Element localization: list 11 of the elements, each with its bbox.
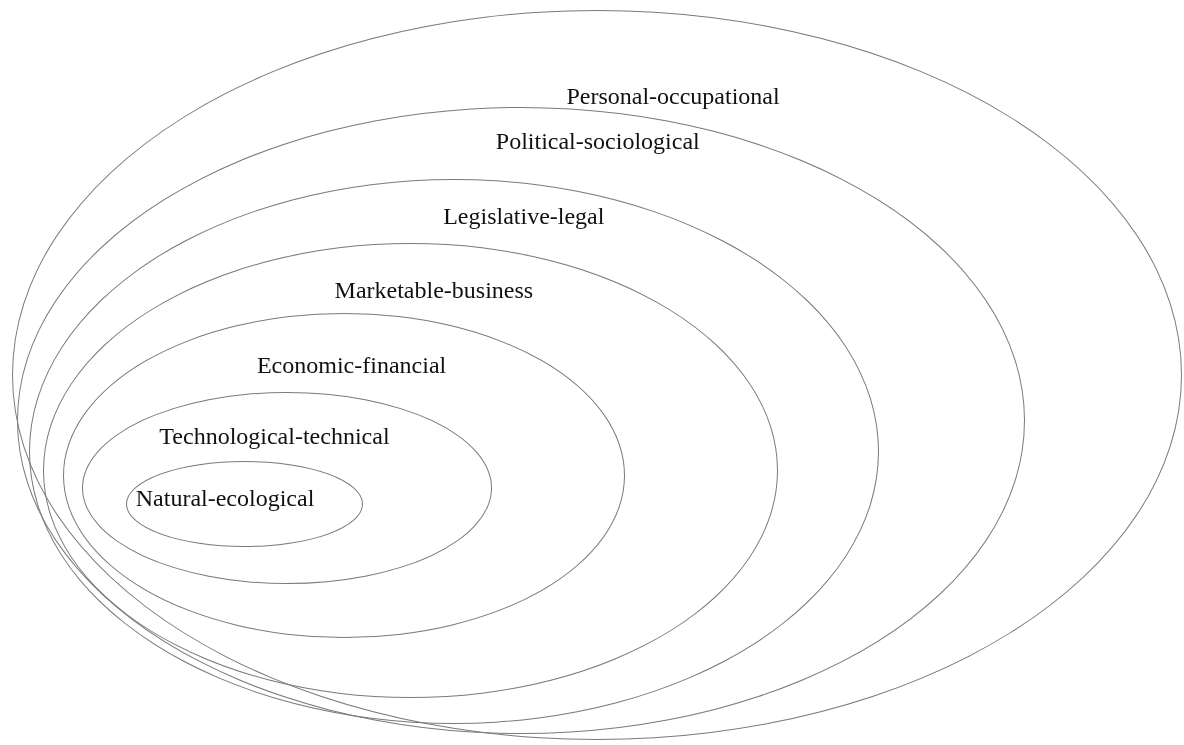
ellipse xyxy=(62,312,625,638)
ellipse xyxy=(43,243,779,699)
set-label: Natural-ecological xyxy=(135,483,315,512)
ellipse xyxy=(17,107,1026,735)
set-label: Personal-occupational xyxy=(566,82,780,111)
set-label: Technological-technical xyxy=(159,422,390,451)
set-label: Economic-financial xyxy=(256,350,447,379)
set-label: Political-sociological xyxy=(495,126,700,155)
set-label: Marketable-business xyxy=(334,275,534,304)
set-label: Legislative-legal xyxy=(443,202,605,231)
ellipse xyxy=(28,178,879,724)
